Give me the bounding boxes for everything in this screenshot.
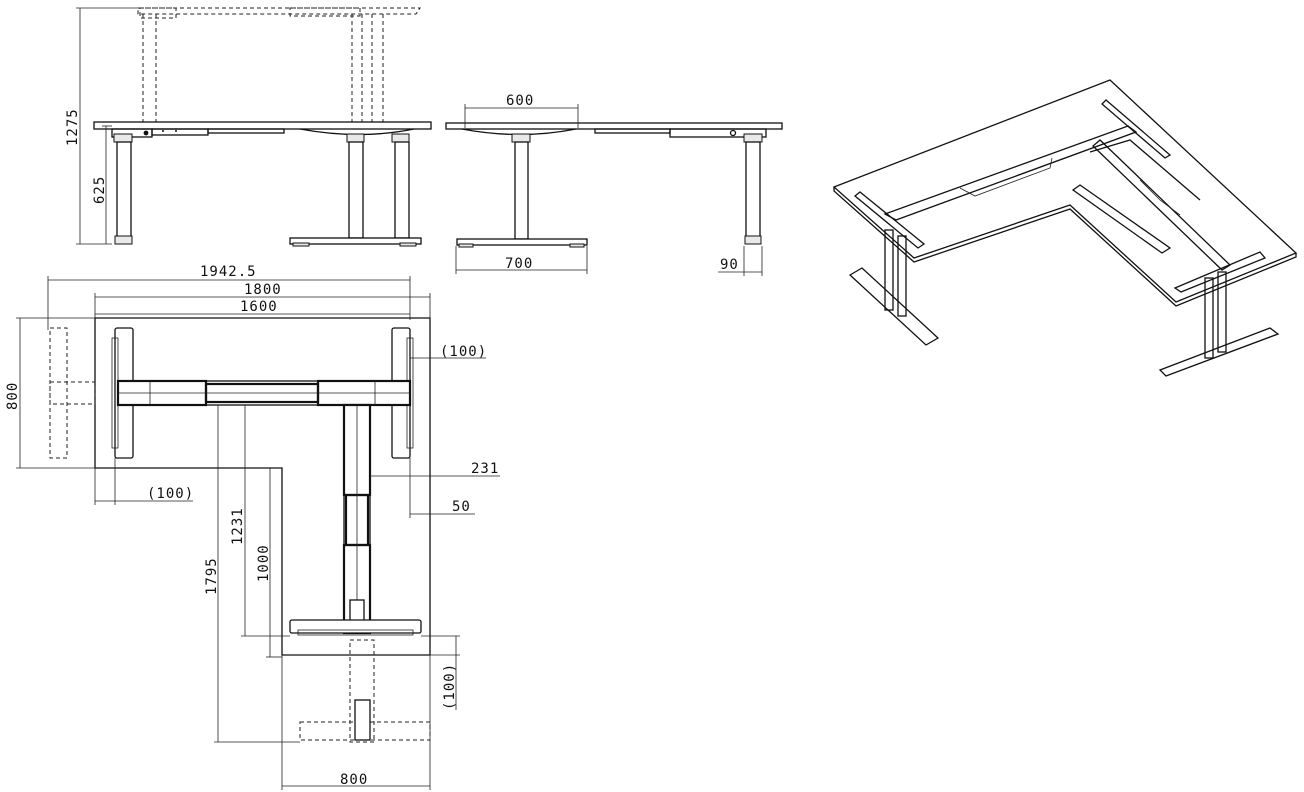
dim-top-width: 600 bbox=[506, 93, 534, 109]
dim-overhang-right: (100) bbox=[440, 344, 487, 360]
front-view: 1275 625 bbox=[65, 7, 432, 247]
isometric-view bbox=[832, 79, 1298, 377]
dim-max-height: 1275 bbox=[65, 108, 81, 146]
dim-base-width: 700 bbox=[505, 256, 533, 272]
bottom-leg-dashed bbox=[299, 639, 431, 743]
side-dimensions: 600 700 90 bbox=[455, 93, 763, 276]
dim-return-width: 800 bbox=[340, 772, 368, 788]
desktop-outline bbox=[94, 317, 431, 656]
top-dimensions: 1942.5 1800 1600 (100) 800 (100) 231 bbox=[5, 264, 500, 790]
return-beam bbox=[342, 403, 372, 635]
front-legs bbox=[113, 133, 422, 247]
dim-width-1600: 1600 bbox=[240, 299, 278, 315]
side-view: 600 700 90 bbox=[445, 93, 783, 276]
dim-231: 231 bbox=[471, 461, 499, 477]
dim-1231: 1231 bbox=[230, 507, 246, 545]
main-beam bbox=[116, 379, 412, 407]
dim-overhang-bottom: (100) bbox=[442, 663, 458, 710]
dim-depth: 800 bbox=[5, 382, 21, 410]
front-dimensions: 1275 625 bbox=[65, 7, 138, 245]
dim-1795: 1795 bbox=[204, 557, 220, 595]
dim-width-1800: 1800 bbox=[244, 282, 282, 298]
dim-foot: 90 bbox=[720, 257, 739, 273]
left-leg-dashed bbox=[49, 327, 96, 459]
raised-desktop-outline bbox=[137, 7, 421, 125]
dim-overhang-left: (100) bbox=[147, 486, 194, 502]
iso-desktop bbox=[832, 79, 1298, 303]
dim-height: 625 bbox=[92, 176, 108, 204]
top-view: 1942.5 1800 1600 (100) 800 (100) 231 bbox=[5, 264, 500, 790]
dim-1000: 1000 bbox=[256, 544, 272, 582]
dim-overall-width: 1942.5 bbox=[200, 264, 257, 280]
dim-50: 50 bbox=[452, 499, 471, 515]
desktop-front bbox=[93, 121, 432, 138]
